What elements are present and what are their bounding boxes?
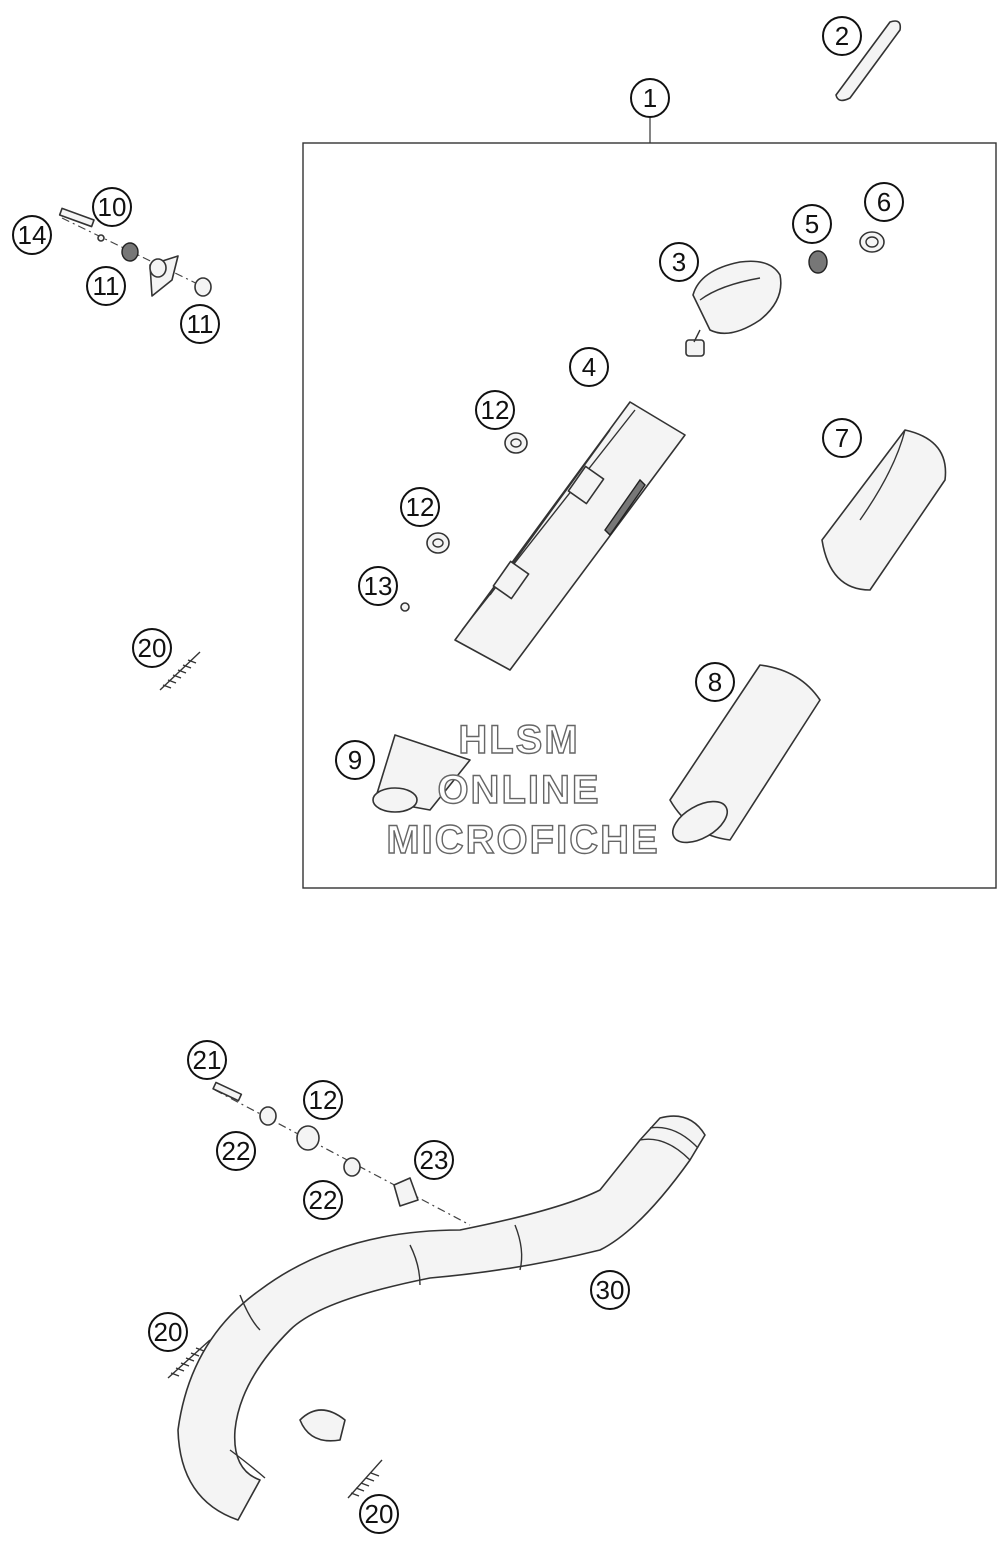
callout-3: 3 bbox=[659, 242, 699, 282]
part-20-spring-middle bbox=[167, 1339, 211, 1379]
svg-text:21: 21 bbox=[193, 1045, 222, 1075]
svg-text:13: 13 bbox=[364, 571, 393, 601]
callout-2: 2 bbox=[822, 16, 862, 56]
part-7-packing bbox=[821, 429, 947, 591]
svg-text:20: 20 bbox=[365, 1499, 394, 1529]
part-20-spring-upper bbox=[159, 651, 201, 691]
svg-text:1: 1 bbox=[643, 83, 657, 113]
svg-text:30: 30 bbox=[596, 1275, 625, 1305]
svg-text:11: 11 bbox=[93, 271, 120, 301]
callout-11-right: 11 bbox=[180, 304, 220, 344]
svg-text:12: 12 bbox=[406, 492, 435, 522]
svg-text:12: 12 bbox=[481, 395, 510, 425]
callout-30: 30 bbox=[590, 1270, 630, 1310]
svg-text:8: 8 bbox=[708, 667, 722, 697]
svg-text:11: 11 bbox=[187, 309, 214, 339]
part-9-inlet-cone bbox=[372, 734, 471, 813]
watermark-line-3: MICROFICHE bbox=[386, 818, 659, 862]
callout-9: 9 bbox=[335, 740, 375, 780]
callout-11-left: 11 bbox=[86, 266, 126, 306]
svg-text:3: 3 bbox=[672, 247, 686, 277]
svg-text:23: 23 bbox=[420, 1145, 449, 1175]
svg-text:5: 5 bbox=[805, 209, 819, 239]
callout-10: 10 bbox=[92, 187, 132, 227]
svg-text:7: 7 bbox=[835, 423, 849, 453]
callout-5: 5 bbox=[792, 204, 832, 244]
svg-text:10: 10 bbox=[98, 192, 127, 222]
svg-text:20: 20 bbox=[138, 633, 167, 663]
callout-4: 4 bbox=[569, 347, 609, 387]
callout-13: 13 bbox=[358, 566, 398, 606]
part-13-rivet bbox=[400, 602, 410, 612]
bracket-hardware-bottom bbox=[212, 1081, 471, 1226]
callout-20-upper: 20 bbox=[132, 628, 172, 668]
svg-text:12: 12 bbox=[309, 1085, 338, 1115]
callout-1: 1 bbox=[630, 78, 670, 118]
part-30-header-pipe bbox=[177, 1115, 706, 1521]
callout-22-right: 22 bbox=[303, 1180, 343, 1220]
svg-text:4: 4 bbox=[582, 352, 596, 382]
callout-22-left: 22 bbox=[216, 1131, 256, 1171]
svg-text:14: 14 bbox=[18, 220, 47, 250]
callout-23: 23 bbox=[414, 1140, 454, 1180]
bracket-hardware-top bbox=[58, 207, 212, 297]
watermark: HLSM ONLINE MICROFICHE bbox=[386, 717, 659, 862]
part-20-spring-lower bbox=[347, 1459, 383, 1499]
part-12-grommet-lower bbox=[426, 532, 450, 554]
part-5-screen bbox=[808, 250, 828, 274]
svg-text:22: 22 bbox=[309, 1185, 338, 1215]
callout-12-middle: 12 bbox=[400, 487, 440, 527]
svg-text:9: 9 bbox=[348, 745, 362, 775]
callout-20-middle: 20 bbox=[148, 1312, 188, 1352]
callout-12-upper: 12 bbox=[475, 390, 515, 430]
svg-text:6: 6 bbox=[877, 187, 891, 217]
watermark-line-1: HLSM bbox=[458, 718, 579, 762]
callout-8: 8 bbox=[695, 662, 735, 702]
watermark-line-2: ONLINE bbox=[437, 768, 600, 812]
callout-21: 21 bbox=[187, 1040, 227, 1080]
svg-text:22: 22 bbox=[222, 1136, 251, 1166]
callout-14: 14 bbox=[12, 215, 52, 255]
svg-text:20: 20 bbox=[154, 1317, 183, 1347]
callout-20-lower: 20 bbox=[359, 1494, 399, 1534]
svg-text:2: 2 bbox=[835, 21, 849, 51]
part-8-tube bbox=[669, 664, 821, 844]
callout-6: 6 bbox=[864, 182, 904, 222]
callout-12-lower: 12 bbox=[303, 1080, 343, 1120]
silencer-assembly-frame bbox=[302, 118, 997, 889]
part-12-grommet-upper bbox=[504, 432, 528, 454]
part-6-cap bbox=[859, 231, 885, 253]
callout-7: 7 bbox=[822, 418, 862, 458]
part-2-pad bbox=[835, 20, 902, 102]
part-3-end-cap bbox=[685, 260, 782, 357]
part-4-silencer-shell bbox=[454, 401, 686, 671]
